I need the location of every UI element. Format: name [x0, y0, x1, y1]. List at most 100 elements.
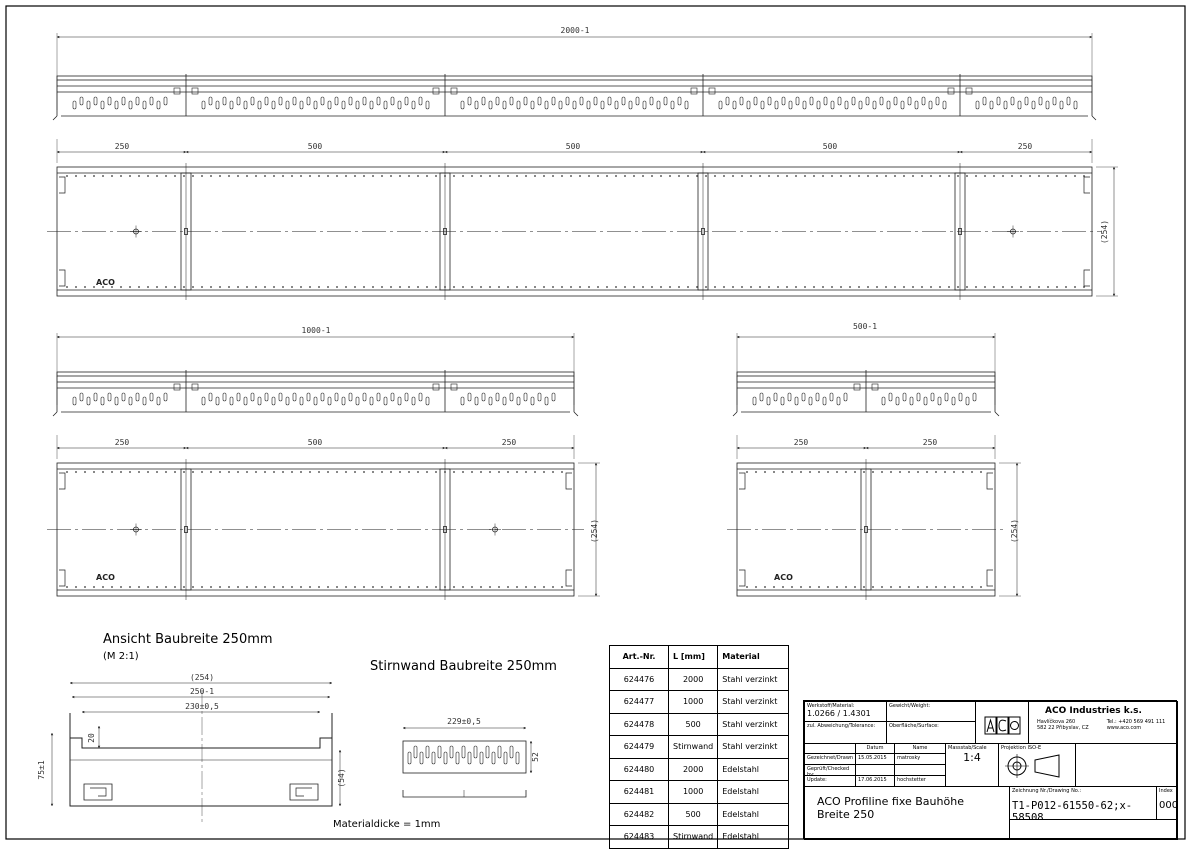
material-thickness-note: Materialdicke = 1mm	[333, 819, 441, 830]
cell-article: 624479	[609, 735, 669, 759]
cell-article: 624476	[609, 667, 669, 691]
company-website: www.aco.com	[1106, 725, 1142, 731]
cell-length: Stirnwand	[667, 825, 719, 849]
dim-length-2000: 2000-1	[561, 26, 590, 35]
company-address-2: 582 22 Přibyslav, CZ	[1037, 725, 1089, 731]
dim-endwall-52: 52	[531, 752, 540, 762]
dim-seg-500-c: 500	[823, 142, 838, 151]
dim-seg-250-c: 250	[115, 438, 130, 447]
company-address-1: Havlíčkova 260	[1037, 719, 1076, 725]
copyright-note	[1075, 743, 1178, 787]
projection-symbol-icon	[1005, 754, 1060, 778]
aco-logo-c: ACO	[774, 573, 793, 582]
index-value: 000	[1159, 800, 1178, 811]
tolerance-cell: zul. Abweichung/Tolerance:	[804, 721, 887, 744]
end-wall-title: Stirnwand Baubreite 250mm	[370, 659, 557, 674]
dim-section-250: 250-1	[190, 687, 214, 696]
company-phone: Tel.: +420 569 491 111	[1106, 719, 1166, 725]
material-label: Werkstoff/Material:	[807, 703, 855, 709]
cell-article: 624482	[609, 802, 669, 826]
cell-material: Edelstahl	[717, 780, 790, 804]
cell-length: Stirnwand	[667, 735, 719, 759]
cell-material: Stahl verzinkt	[717, 667, 790, 691]
dim-section-254: (254)	[190, 673, 214, 682]
drawing-number-label: Zeichnung Nr./Drawing No.:	[1012, 788, 1082, 794]
cell-article: 624481	[609, 780, 669, 804]
parts-table-header: Art.-Nr. L [mm] Material	[609, 645, 790, 669]
cell-article: 624477	[609, 690, 669, 714]
dim-seg-250-d: 250	[502, 438, 517, 447]
cross-section-body	[69, 738, 333, 807]
cell-material: Edelstahl	[717, 802, 790, 826]
material-cell: Werkstoff/Material: 1.0266 / 1.4301	[804, 701, 887, 722]
aco-logo-b: ACO	[96, 573, 115, 582]
drawing-number-cell: Zeichnung Nr./Drawing No.: T1-P012-61550…	[1009, 786, 1157, 820]
dim-height-254-a: (254)	[1100, 220, 1109, 244]
company-name: ACO Industries k.s.	[1045, 706, 1142, 716]
cell-material: Edelstahl	[717, 757, 790, 781]
side-view-2000-top	[56, 75, 1093, 81]
projection-label: Projektion ISO-E	[1001, 745, 1042, 751]
scale-cell: Massstab/Scale 1:4	[945, 743, 999, 787]
dim-height-254-c: (254)	[1010, 519, 1019, 543]
cell-article: 624478	[609, 712, 669, 736]
drawing-title-cell: ACO Profiline fixe Bauhöhe Breite 250	[804, 786, 1010, 840]
dim-seg-250-f: 250	[923, 438, 938, 447]
drawing-title-line-1: ACO Profiline fixe Bauhöhe	[817, 795, 964, 808]
title-block: Werkstoff/Material: 1.0266 / 1.4301 Gewi…	[803, 700, 1178, 840]
dim-length-500: 500-1	[853, 322, 877, 331]
projection-cell: Projektion ISO-E	[998, 743, 1076, 787]
dim-section-20: 20	[87, 733, 96, 743]
aco-logo-a: ACO	[96, 278, 115, 287]
cell-length: 1000	[667, 780, 719, 804]
col-article: Art.-Nr.	[609, 645, 669, 669]
aco-logo-icon	[984, 716, 1021, 735]
company-cell: ACO Industries k.s. Havlíčkova 260 582 2…	[1028, 701, 1178, 744]
col-material: Material	[717, 645, 790, 669]
dim-length-1000: 1000-1	[302, 326, 331, 335]
cell-material: Edelstahl	[717, 825, 790, 849]
cell-material: Stahl verzinkt	[717, 712, 790, 736]
end-wall-outline	[402, 740, 527, 774]
aco-logo-box	[975, 701, 1029, 744]
index-label: Index	[1159, 788, 1173, 794]
cell-material: Stahl verzinkt	[717, 735, 790, 759]
cell-article: 624483	[609, 825, 669, 849]
cell-length: 2000	[667, 667, 719, 691]
cell-length: 500	[667, 712, 719, 736]
weight-label: Gewicht/Weight:	[889, 703, 931, 709]
dim-endwall-229: 229±0,5	[447, 717, 481, 726]
cell-length: 500	[667, 802, 719, 826]
drawing-title-line-2: Breite 250	[817, 808, 875, 821]
dim-seg-250-b: 250	[1018, 142, 1033, 151]
surface-label: Oberfläche/Surface:	[889, 723, 939, 729]
tolerance-label: zul. Abweichung/Tolerance:	[807, 723, 876, 729]
material-value: 1.0266 / 1.4301	[807, 709, 871, 718]
cell-article: 624480	[609, 757, 669, 781]
cell-material: Stahl verzinkt	[717, 690, 790, 714]
weight-cell: Gewicht/Weight:	[886, 701, 976, 722]
dim-seg-500-a: 500	[308, 142, 323, 151]
dim-height-254-b: (254)	[590, 519, 599, 543]
drawing-number: T1-P012-61550-62;x-58508	[1012, 800, 1133, 820]
scale-label: Massstab/Scale	[948, 745, 987, 751]
section-view-scale: (M 2:1)	[103, 651, 139, 662]
dim-seg-250-a: 250	[115, 142, 130, 151]
cell-length: 2000	[667, 757, 719, 781]
dim-section-230: 230±0,5	[185, 702, 219, 711]
side-view-1000-top	[56, 371, 575, 377]
dim-seg-500-d: 500	[308, 438, 323, 447]
blank-footer-cell	[1009, 819, 1178, 840]
end-wall-plan	[402, 790, 527, 798]
dim-seg-250-e: 250	[794, 438, 809, 447]
